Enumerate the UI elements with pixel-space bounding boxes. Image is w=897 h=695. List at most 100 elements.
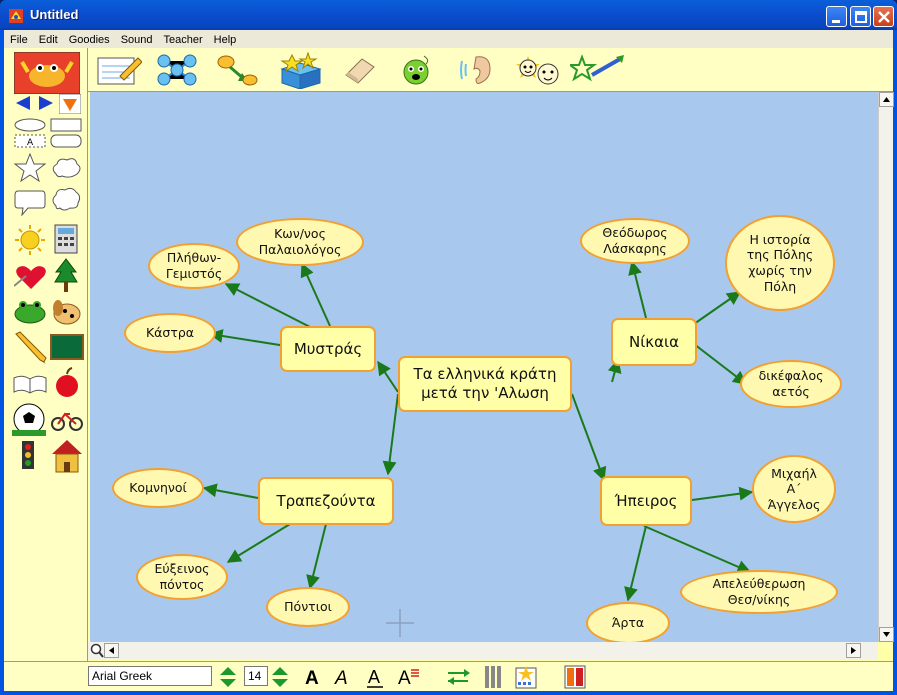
subtopic-label: δικέφαλος αετός xyxy=(758,368,824,399)
chalkboard-icon[interactable] xyxy=(50,334,84,362)
star-icon[interactable] xyxy=(14,152,46,182)
apple-icon[interactable] xyxy=(54,366,80,398)
subtopic-node[interactable]: Πόντιοι xyxy=(266,587,350,627)
title-bar[interactable]: Untitled xyxy=(0,0,897,30)
subtopic-label: Πλήθων- Γεμιστός xyxy=(165,250,223,281)
vertical-scrollbar[interactable] xyxy=(878,92,894,642)
frog-icon[interactable] xyxy=(12,296,48,326)
main-idea-node[interactable]: Τα ελληνικά κράτη μετά την 'Αλωση xyxy=(398,356,572,412)
menu-teacher[interactable]: Teacher xyxy=(163,34,203,46)
color-swatch-icon[interactable] xyxy=(564,665,586,689)
svg-text:A: A xyxy=(334,668,348,689)
subtopic-node[interactable]: Θεόδωρος Λάσκαρης xyxy=(580,218,690,264)
outline-icon[interactable] xyxy=(156,53,198,87)
link-tool-icon[interactable] xyxy=(446,666,472,688)
topic-node-nikaia[interactable]: Νίκαια xyxy=(611,318,697,366)
eraser-icon[interactable] xyxy=(342,55,378,85)
faces-icon[interactable] xyxy=(514,52,560,88)
link-arrow[interactable] xyxy=(571,393,607,482)
topic-node-mystras[interactable]: Μυστράς xyxy=(280,326,376,372)
menu-sound[interactable]: Sound xyxy=(120,34,153,46)
topic-node-trapezounta[interactable]: Τραπεζούντα xyxy=(258,477,394,525)
sun-icon[interactable] xyxy=(14,224,46,256)
font-name-field[interactable]: Arial Greek xyxy=(88,666,212,686)
soccer-ball-icon[interactable] xyxy=(12,402,46,436)
oval-shape-icon[interactable] xyxy=(14,118,46,132)
calculator-icon[interactable] xyxy=(54,224,78,254)
crab-icon[interactable] xyxy=(14,52,80,94)
link-arrow[interactable] xyxy=(377,360,399,393)
menu-help[interactable]: Help xyxy=(213,34,237,46)
scroll-up-button[interactable] xyxy=(879,92,894,107)
picture-icon[interactable] xyxy=(514,664,540,690)
link-arrow[interactable] xyxy=(691,486,754,501)
font-size-field[interactable]: 14 xyxy=(244,666,268,686)
text-color-icon[interactable]: A xyxy=(396,665,420,689)
speech-bubble-icon[interactable] xyxy=(14,188,46,216)
link-arrow[interactable] xyxy=(226,523,291,563)
maximize-button[interactable] xyxy=(850,6,871,27)
bicycle-icon[interactable] xyxy=(50,408,84,432)
link-arrow[interactable] xyxy=(628,260,647,319)
diagram-canvas[interactable]: Τα ελληνικά κράτη μετά την 'Αλωση Μυστρά… xyxy=(90,92,878,642)
rounded-rect-icon[interactable] xyxy=(50,134,82,148)
horizontal-scrollbar[interactable] xyxy=(88,642,878,660)
link-arrow[interactable] xyxy=(306,523,327,590)
subtopic-node[interactable]: Κων/νος Παλαιολόγος xyxy=(236,218,364,266)
arrow-left-icon[interactable] xyxy=(14,95,34,111)
subtopic-node[interactable]: Η ιστορία της Πόλης χωρίς την Πόλη xyxy=(725,215,835,311)
subtopic-node[interactable]: δικέφαλος αετός xyxy=(740,360,842,408)
link-icon[interactable] xyxy=(216,53,258,87)
rectangle-shape-icon[interactable] xyxy=(50,118,82,132)
italic-icon[interactable]: A xyxy=(332,665,354,689)
paint-brush-icon[interactable] xyxy=(570,53,628,87)
arrow-right-icon[interactable] xyxy=(35,95,55,111)
link-arrow[interactable] xyxy=(624,525,647,602)
topic-node-ipeiros[interactable]: Ήπειρος xyxy=(600,476,692,526)
pencil-icon[interactable] xyxy=(12,330,48,364)
subtopic-node[interactable]: Άρτα xyxy=(586,602,670,642)
bold-icon[interactable]: A xyxy=(302,665,324,689)
font-stepper-icon[interactable] xyxy=(218,665,238,689)
traffic-light-icon[interactable] xyxy=(20,440,36,474)
scroll-down-button[interactable] xyxy=(879,627,894,642)
tree-icon[interactable] xyxy=(54,258,78,294)
size-stepper-icon[interactable] xyxy=(270,665,290,689)
subtopic-node[interactable]: Εύξεινος πόντος xyxy=(136,554,228,600)
goodie-box-icon[interactable] xyxy=(278,51,324,89)
link-arrow[interactable] xyxy=(693,291,742,325)
dog-icon[interactable] xyxy=(50,296,84,326)
link-arrow[interactable] xyxy=(693,343,748,385)
link-arrow[interactable] xyxy=(208,329,287,347)
book-icon[interactable] xyxy=(12,372,48,396)
notepad-icon[interactable] xyxy=(96,54,142,86)
columns-icon[interactable] xyxy=(484,665,502,689)
zoom-icon[interactable] xyxy=(90,643,104,659)
link-arrow[interactable] xyxy=(202,483,259,499)
menu-edit[interactable]: Edit xyxy=(38,34,58,46)
heart-icon[interactable] xyxy=(14,262,48,292)
subtopic-node[interactable]: Πλήθων- Γεμιστός xyxy=(148,243,240,289)
link-arrow[interactable] xyxy=(382,393,399,476)
close-button[interactable] xyxy=(873,6,894,27)
cloud-icon[interactable] xyxy=(50,156,82,180)
subtopic-node[interactable]: Μιχαήλ Α΄ Άγγελος xyxy=(752,455,836,523)
speaker-face-icon[interactable] xyxy=(400,54,434,86)
house-icon[interactable] xyxy=(50,438,84,474)
link-arrow[interactable] xyxy=(643,525,752,574)
subtopic-node[interactable]: Κάστρα xyxy=(124,313,216,353)
link-arrow[interactable] xyxy=(300,262,331,327)
subtopic-node[interactable]: Κομνηνοί xyxy=(112,468,204,508)
text-box-icon[interactable]: A xyxy=(14,134,46,148)
underline-icon[interactable]: A xyxy=(364,665,386,689)
link-arrow[interactable] xyxy=(224,283,313,329)
arrow-down-icon[interactable] xyxy=(59,94,81,114)
menu-file[interactable]: File xyxy=(10,34,28,46)
menu-goodies[interactable]: Goodies xyxy=(68,34,110,46)
thought-bubble-icon[interactable] xyxy=(50,186,82,218)
scroll-right-button[interactable] xyxy=(846,643,861,658)
ear-icon[interactable] xyxy=(458,53,494,87)
minimize-button[interactable] xyxy=(826,6,847,27)
subtopic-node[interactable]: Απελεύθερωση Θεσ/νίκης xyxy=(680,570,838,614)
scroll-left-button[interactable] xyxy=(104,643,119,658)
